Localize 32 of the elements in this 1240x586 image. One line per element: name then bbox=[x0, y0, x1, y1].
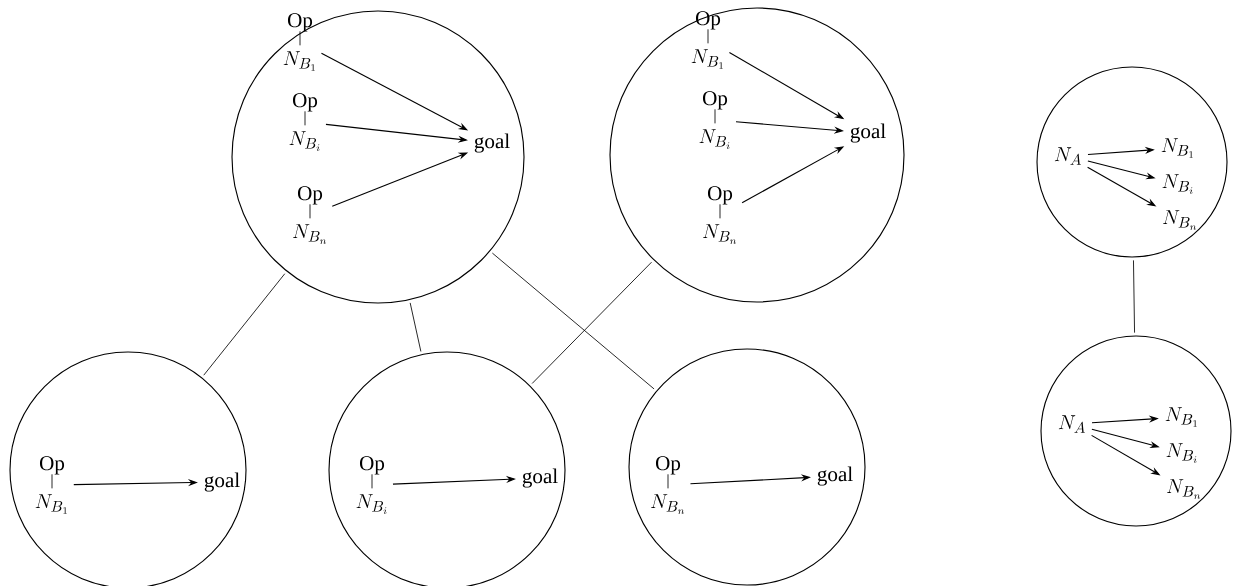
operator-label: Op $N_{B_1}$ bbox=[691, 11, 723, 69]
circle bbox=[1036, 66, 1228, 258]
operator-label: Op $N_{B_i}$ bbox=[356, 456, 387, 514]
operator-label: Op $N_{B_1}$ bbox=[283, 13, 315, 71]
operator-label: Op $N_{B_n}$ bbox=[651, 456, 685, 514]
operator-label: Op $N_{B_i}$ bbox=[289, 93, 320, 151]
circle bbox=[1040, 335, 1232, 527]
node-label: $N_{B_n}$ bbox=[1167, 479, 1201, 499]
connector-line bbox=[1133, 259, 1135, 334]
node-label: $N_{B_i}$ bbox=[1166, 443, 1197, 463]
connector-line bbox=[491, 252, 655, 390]
node-label: $N_{B_1}$ bbox=[1165, 407, 1197, 427]
circle bbox=[609, 7, 905, 303]
node-label: $N_{B_i}$ bbox=[1162, 174, 1193, 194]
node-label: $N_A$ bbox=[1054, 147, 1081, 165]
operator-label: Op $N_{B_1}$ bbox=[35, 456, 67, 514]
goal-label: goal bbox=[817, 466, 853, 486]
goal-label: goal bbox=[474, 133, 510, 153]
node-label: $N_{B_1}$ bbox=[1161, 138, 1193, 158]
operator-label: Op $N_{B_n}$ bbox=[703, 186, 737, 244]
connector-line bbox=[409, 302, 422, 352]
circle bbox=[628, 348, 866, 586]
node-label: $N_A$ bbox=[1058, 415, 1085, 433]
goal-label: goal bbox=[850, 123, 886, 143]
operator-label: Op $N_{B_i}$ bbox=[699, 91, 730, 149]
connector-line bbox=[203, 273, 286, 376]
goal-label: goal bbox=[204, 472, 240, 492]
circle bbox=[231, 10, 525, 304]
operator-label: Op $N_{B_n}$ bbox=[293, 186, 327, 244]
goal-label: goal bbox=[522, 468, 558, 488]
connector-line bbox=[531, 261, 652, 384]
node-label: $N_{B_n}$ bbox=[1163, 210, 1197, 230]
